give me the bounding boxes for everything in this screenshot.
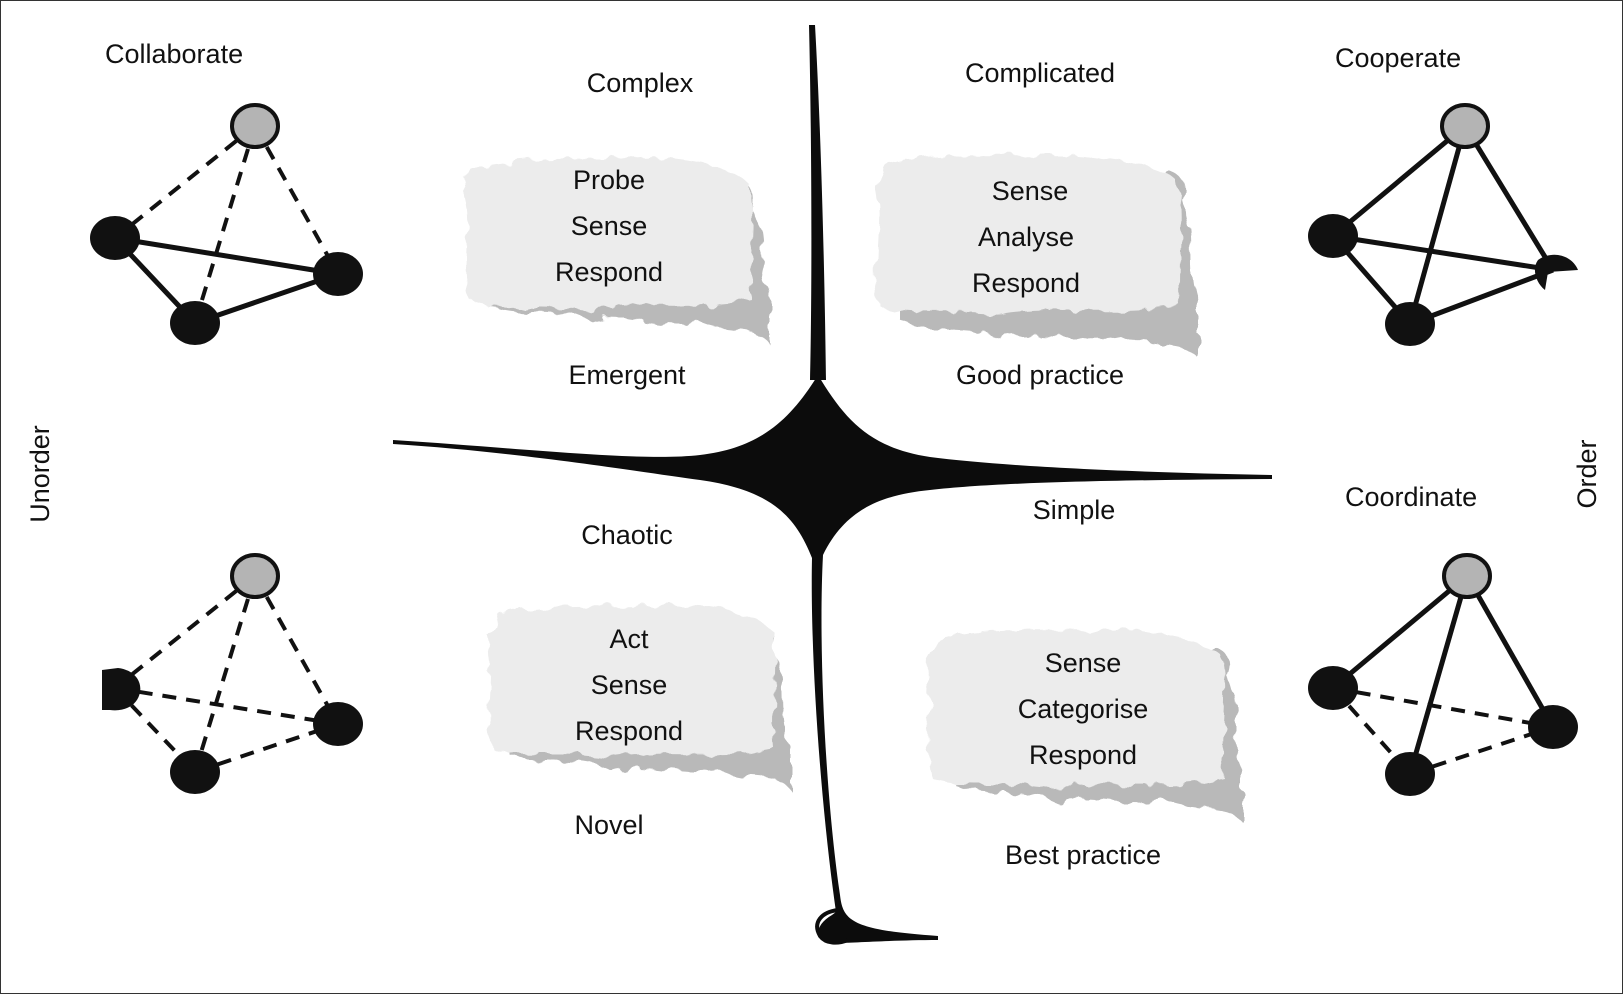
domain-chaotic: Chaotic Act Sense Respond Novel bbox=[574, 520, 683, 840]
node-dark bbox=[1528, 705, 1578, 749]
domain-title: Chaotic bbox=[581, 520, 673, 550]
node-light bbox=[230, 553, 280, 599]
domain-title: Complicated bbox=[965, 58, 1115, 88]
cloud-complex bbox=[462, 158, 770, 345]
cloud-chaotic bbox=[486, 604, 790, 790]
domain-step: Respond bbox=[575, 716, 683, 746]
domain-step: Sense bbox=[591, 670, 668, 700]
domain-step: Analyse bbox=[978, 222, 1074, 252]
node-dark bbox=[90, 216, 140, 260]
cloud-simple bbox=[928, 629, 1242, 822]
axis-label-unorder: Unorder bbox=[25, 425, 55, 523]
domain-simple: Simple Sense Categorise Respond Best pra… bbox=[1005, 495, 1161, 870]
axis-label-order: Order bbox=[1572, 439, 1602, 508]
domain-step: Respond bbox=[1029, 740, 1137, 770]
domain-step: Sense bbox=[571, 211, 648, 241]
domain-complicated: Complicated Sense Analyse Respond Good p… bbox=[956, 58, 1124, 390]
node-dark bbox=[102, 668, 141, 711]
domain-title: Complex bbox=[587, 68, 694, 98]
domain-step: Act bbox=[609, 624, 649, 654]
node-dark bbox=[313, 252, 363, 296]
node-light bbox=[1442, 553, 1492, 599]
network-unlabeled bbox=[102, 553, 363, 794]
node-light bbox=[230, 103, 280, 149]
node-dark bbox=[1534, 254, 1578, 290]
domain-divider bbox=[393, 25, 1272, 945]
network-label-cooperate: Cooperate bbox=[1335, 43, 1461, 73]
network-label-coordinate: Coordinate bbox=[1345, 482, 1477, 512]
node-dark bbox=[1385, 752, 1435, 796]
network-coordinate bbox=[1308, 553, 1578, 796]
network-collaborate bbox=[90, 103, 363, 345]
domain-step: Sense bbox=[992, 176, 1069, 206]
network-label-collaborate: Collaborate bbox=[105, 39, 243, 69]
node-dark bbox=[170, 750, 220, 794]
node-light bbox=[1440, 103, 1490, 149]
domain-practice: Good practice bbox=[956, 360, 1124, 390]
network-cooperate bbox=[1308, 103, 1578, 346]
node-dark bbox=[1308, 666, 1358, 710]
node-dark bbox=[1385, 302, 1435, 346]
domain-practice: Best practice bbox=[1005, 840, 1161, 870]
domain-title: Simple bbox=[1033, 495, 1116, 525]
node-dark bbox=[313, 702, 363, 746]
domain-practice: Novel bbox=[574, 810, 643, 840]
domain-practice: Emergent bbox=[568, 360, 686, 390]
domain-step: Respond bbox=[972, 268, 1080, 298]
domain-step: Categorise bbox=[1018, 694, 1149, 724]
domain-step: Respond bbox=[555, 257, 663, 287]
domain-step: Sense bbox=[1045, 648, 1122, 678]
domain-step: Probe bbox=[573, 165, 645, 195]
cloud-complicated bbox=[875, 154, 1198, 358]
node-dark bbox=[1308, 214, 1358, 258]
node-dark bbox=[170, 301, 220, 345]
domain-complex: Complex Probe Sense Respond Emergent bbox=[555, 68, 694, 390]
